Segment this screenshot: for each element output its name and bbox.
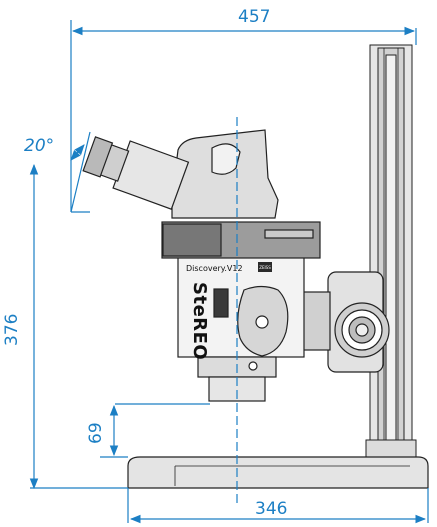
binocular-head [171, 129, 279, 219]
dim-total-height: 376 [2, 313, 22, 346]
zeiss-logo: ZEISS [258, 262, 272, 272]
focus-drive-housing [299, 271, 390, 373]
dim-stage-height: 69 [86, 422, 106, 444]
model-label: Discovery.V12 [186, 264, 243, 273]
dimension-lines [29, 20, 429, 524]
stand-column [365, 44, 417, 466]
dim-base-depth: 346 [255, 499, 288, 519]
brand-label: SteREO [189, 282, 210, 361]
eyepiece-tube [82, 136, 190, 210]
dim-tilt-angle: 20° [24, 136, 55, 156]
base-plate [127, 456, 429, 489]
dim-total-width: 457 [238, 7, 271, 27]
microscope-body [161, 221, 321, 402]
